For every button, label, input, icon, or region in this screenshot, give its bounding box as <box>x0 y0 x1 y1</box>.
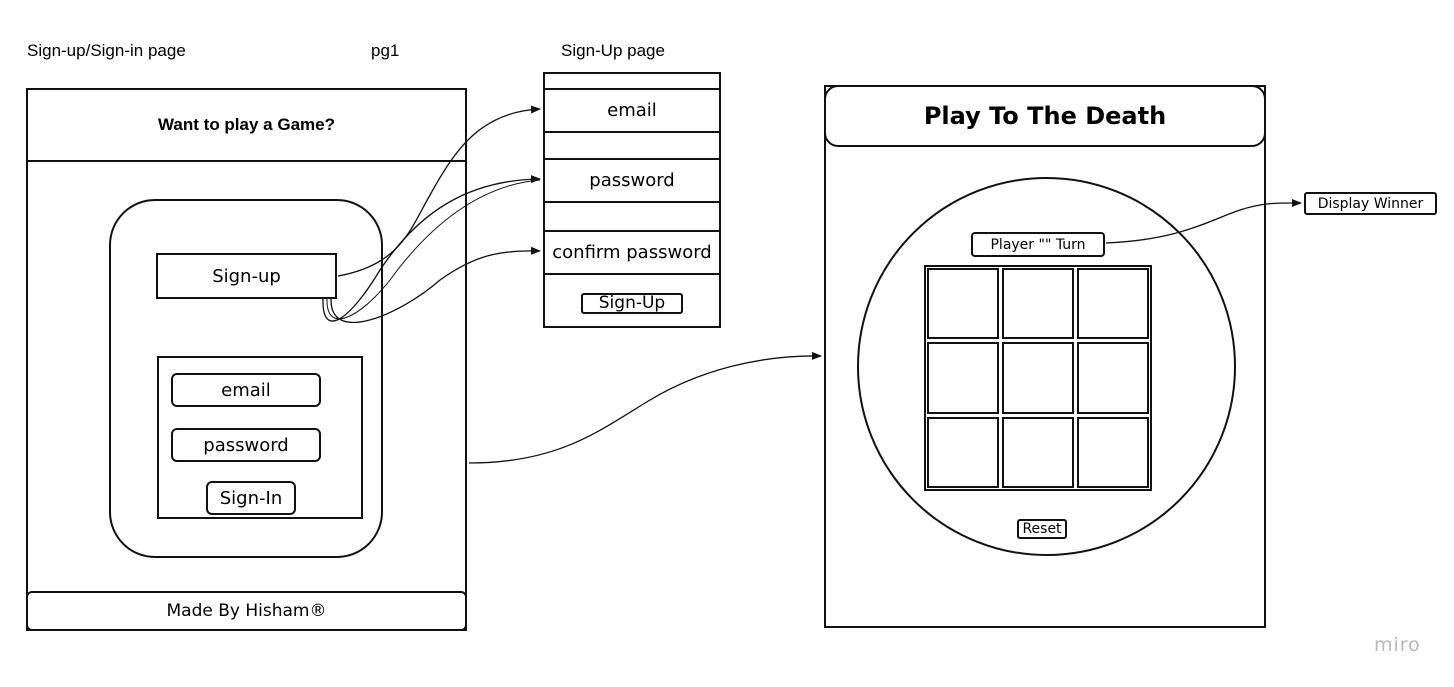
reset-button[interactable]: Reset <box>1017 519 1067 539</box>
auth-card <box>109 199 383 558</box>
display-winner-box: Display Winner <box>1304 192 1437 215</box>
signup-button[interactable]: Sign-up <box>156 253 337 299</box>
signup-email-field[interactable]: email <box>543 88 721 133</box>
arrow-signup-to-password <box>322 175 541 322</box>
board-cell[interactable] <box>1077 342 1149 414</box>
page1-footer: Made By Hisham® <box>26 591 467 631</box>
miro-watermark: miro <box>1374 634 1421 656</box>
signin-password-field[interactable]: password <box>171 428 321 462</box>
game-board <box>924 265 1152 491</box>
page-number-caption: pg1 <box>371 41 400 60</box>
page1-header: Want to play a Game? <box>26 88 467 162</box>
board-cell[interactable] <box>927 342 999 414</box>
signin-form <box>157 356 363 519</box>
signin-email-field[interactable]: email <box>171 373 321 407</box>
board-cell[interactable] <box>1002 342 1074 414</box>
arrow-signup-to-confirm <box>330 246 541 324</box>
game-circle <box>857 177 1236 556</box>
signup-submit-button[interactable]: Sign-Up <box>581 293 683 314</box>
page-title-caption: Sign-up/Sign-in page <box>27 41 186 60</box>
arrow-signin-to-game <box>468 351 822 464</box>
board-cell[interactable] <box>1002 268 1074 340</box>
signup-page-caption: Sign-Up page <box>561 41 665 60</box>
game-title: Play To The Death <box>824 85 1266 147</box>
signin-button[interactable]: Sign-In <box>206 481 296 515</box>
arrow-signup-to-password-2 <box>326 179 541 320</box>
board-cell[interactable] <box>1077 416 1149 488</box>
board-cell[interactable] <box>1002 416 1074 488</box>
board-cell[interactable] <box>1077 268 1149 340</box>
arrow-signup-to-email <box>337 105 541 277</box>
board-cell[interactable] <box>927 268 999 340</box>
signup-confirm-password-field[interactable]: confirm password <box>543 230 721 275</box>
board-cell[interactable] <box>927 416 999 488</box>
arrow-turn-to-winner <box>1105 198 1302 244</box>
signup-password-field[interactable]: password <box>543 158 721 203</box>
player-turn-label: Player "" Turn <box>971 232 1105 257</box>
